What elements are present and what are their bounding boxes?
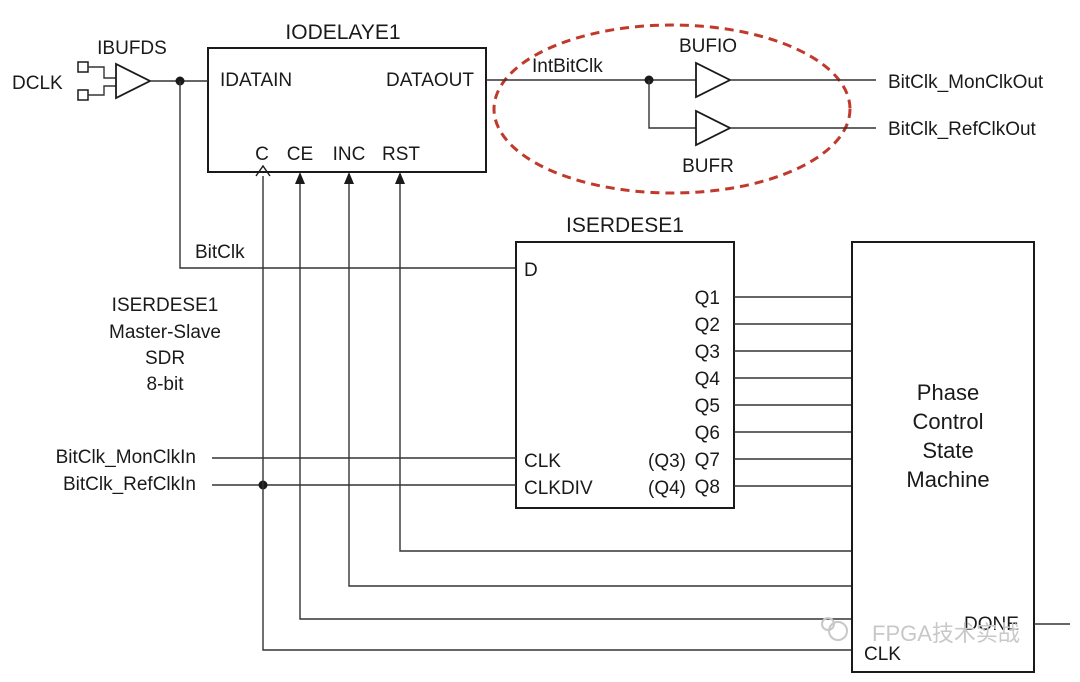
wire-c-lower xyxy=(262,485,852,651)
iserdes-output-q7: Q7 xyxy=(695,450,720,471)
iserdes-block xyxy=(515,241,735,509)
iodelay-port-dataout: DATAOUT xyxy=(386,70,474,91)
clock-input-marker-c xyxy=(255,164,271,177)
psm-title-line-3: State xyxy=(922,438,973,463)
dclk-label: DCLK xyxy=(12,73,63,94)
phase-control-state-machine xyxy=(851,241,1035,673)
iodelay-port-ce: CE xyxy=(287,144,313,165)
iserdes-title: ISERDESE1 xyxy=(566,214,684,237)
iserdes-alt-q7: (Q3) xyxy=(648,451,686,472)
iserdes-port-clkdiv: CLKDIV xyxy=(524,478,593,499)
bitclk-refclkout-label: BitClk_RefClkOut xyxy=(888,119,1037,140)
wire-ce xyxy=(299,182,852,620)
iodelay-port-rst: RST xyxy=(382,144,420,165)
iserdes-output-q4: Q4 xyxy=(695,369,721,390)
watermark-text: FPGA技术实战 xyxy=(872,621,1020,646)
psm-title-line-1: Phase xyxy=(917,380,979,405)
note-line-1: ISERDESE1 xyxy=(112,295,219,316)
wire-to-bufr xyxy=(648,80,696,129)
bitclk-monclkout-label: BitClk_MonClkOut xyxy=(888,72,1044,93)
iserdes-output-q1: Q1 xyxy=(695,288,720,309)
iserdes-alt-q8: (Q4) xyxy=(648,478,686,499)
iodelay-block xyxy=(207,47,487,173)
iserdes-output-wires xyxy=(734,296,852,487)
note-line-3: SDR xyxy=(145,348,185,369)
ibufds-input-wires xyxy=(88,66,116,96)
psm-clk-label: CLK xyxy=(864,644,901,665)
iodelay-port-idatain: IDATAIN xyxy=(220,70,292,91)
psm-title-line-2: Control xyxy=(913,409,984,434)
iserdes-port-clk: CLK xyxy=(524,451,561,472)
iserdes-output-q8: Q8 xyxy=(695,477,720,498)
clock-buffer-highlight xyxy=(492,23,852,195)
wire-rst xyxy=(399,182,852,552)
bitclk-monclkin-label: BitClk_MonClkIn xyxy=(56,447,196,468)
bitclk-net-label: BitClk xyxy=(195,242,245,263)
iserdes-port-d: D xyxy=(524,260,538,281)
note-line-4: 8-bit xyxy=(147,374,185,395)
psm-done-label: DONE xyxy=(964,614,1019,635)
iodelay-port-c: C xyxy=(255,144,269,165)
intbitclk-net-label: IntBitClk xyxy=(532,56,603,77)
arrow-rst xyxy=(395,172,405,184)
wire-inc xyxy=(348,182,852,587)
wire-bitclk-to-d xyxy=(179,81,516,269)
watermark-icon xyxy=(828,621,848,641)
arrow-inc xyxy=(344,172,354,184)
ibufds-pin-n xyxy=(77,89,89,101)
bufio-title: BUFIO xyxy=(679,36,737,57)
psm-title-line-4: Machine xyxy=(906,467,989,492)
watermark: FPGA技术实战 xyxy=(821,617,1020,646)
arrow-ce xyxy=(295,172,305,184)
note-line-2: Master-Slave xyxy=(109,322,221,343)
iserdes-output-q6: Q6 xyxy=(695,423,720,444)
bufr-title: BUFR xyxy=(682,156,734,177)
ibufds-buffer xyxy=(115,62,153,100)
iodelay-title: IODELAYE1 xyxy=(285,21,400,44)
iodelay-port-inc: INC xyxy=(333,144,366,165)
iserdes-output-q5: Q5 xyxy=(695,396,720,417)
watermark-icon-bubble xyxy=(821,617,835,631)
iserdes-output-q2: Q2 xyxy=(695,315,720,336)
bufr-buffer xyxy=(695,109,733,147)
ibufds-title: IBUFDS xyxy=(97,38,167,59)
bufio-buffer xyxy=(695,61,733,99)
bitclk-refclkin-label: BitClk_RefClkIn xyxy=(63,474,196,495)
ibufds-pin-p xyxy=(77,61,89,73)
iserdes-output-q3: Q3 xyxy=(695,342,720,363)
